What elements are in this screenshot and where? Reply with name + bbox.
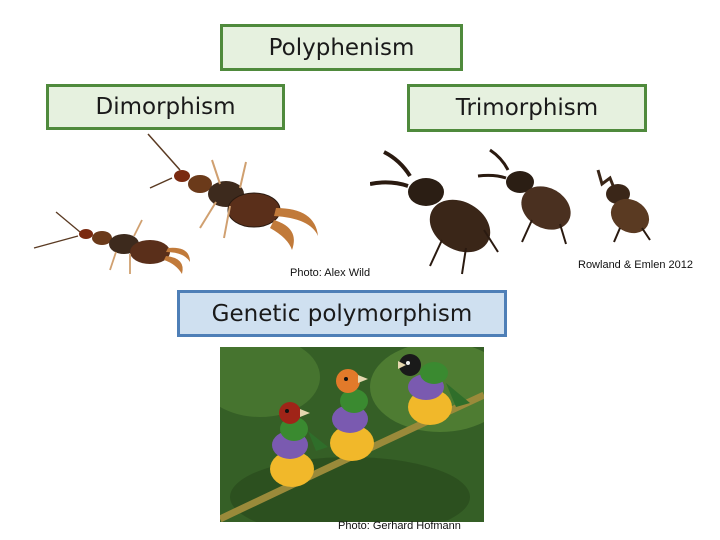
earwig-photo-credit: Photo: Alex Wild [290, 267, 371, 279]
polyphenism-label: Polyphenism [268, 34, 415, 61]
finch-middle [330, 369, 374, 461]
beetle-source-credit: Rowland & Emlen 2012 [578, 259, 693, 271]
beetle-medium [477, 148, 571, 245]
polyphenism-box: Polyphenism [220, 24, 463, 71]
beetle-small [596, 169, 651, 243]
finch-photo-credit: Photo: Gerhard Hofmann [338, 520, 461, 532]
earwig-images [33, 133, 318, 274]
dimorphism-label: Dimorphism [95, 94, 236, 120]
trimorphism-box: Trimorphism [407, 84, 647, 132]
earwig-small [33, 211, 190, 274]
finch-photo [220, 347, 484, 522]
beetle-images [370, 148, 651, 275]
beetle-large [370, 150, 499, 275]
earwig-large [147, 133, 318, 250]
finch-illustration [220, 347, 484, 522]
genetic-polymorphism-label: Genetic polymorphism [211, 300, 473, 327]
trimorphism-label: Trimorphism [455, 95, 599, 121]
dimorphism-box: Dimorphism [46, 84, 285, 130]
finch-left [270, 402, 328, 487]
finch-right [398, 354, 470, 425]
genetic-polymorphism-box: Genetic polymorphism [177, 290, 507, 337]
